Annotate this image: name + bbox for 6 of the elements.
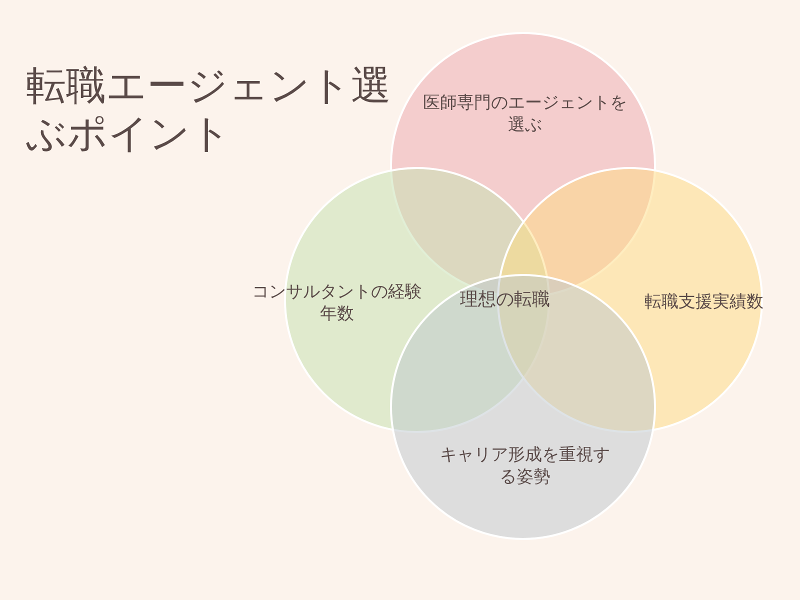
circle-label: 医師専門のエージェントを選ぶ (422, 92, 628, 136)
circle-label: コンサルタントの経験年数 (252, 281, 422, 325)
center-label: 理想の転職 (460, 288, 550, 311)
circle-label: キャリア形成を重視する姿勢 (439, 444, 611, 488)
title: 転職エージェント選ぶポイント (26, 62, 392, 158)
circle-label: 転職支援実績数 (644, 291, 764, 313)
